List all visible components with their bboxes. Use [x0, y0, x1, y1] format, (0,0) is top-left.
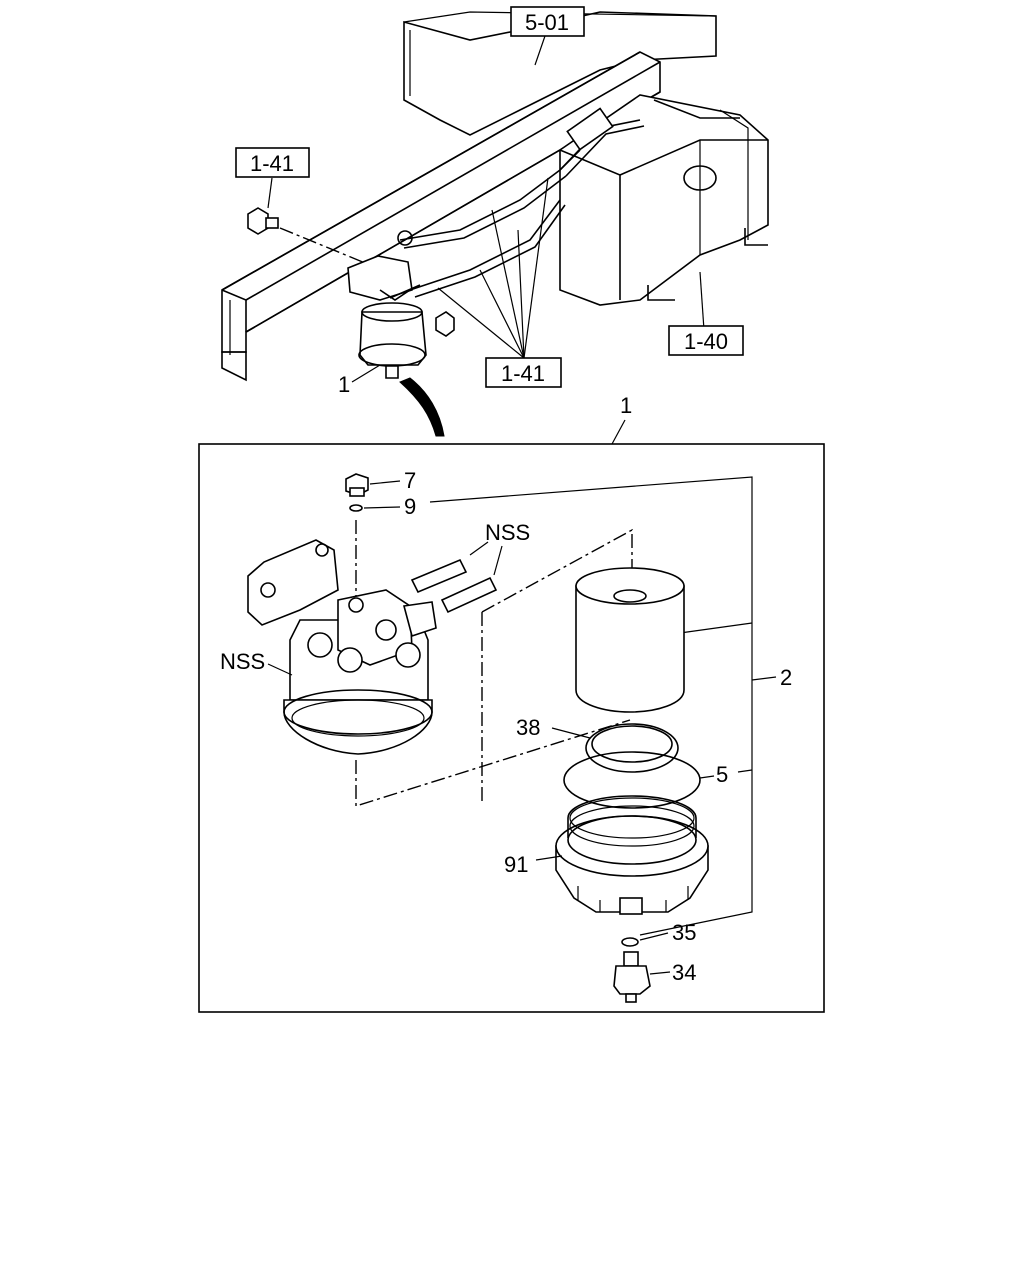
element-kit-bracket	[429, 476, 777, 936]
leader-nipple-1	[469, 541, 489, 556]
hose-nipples	[410, 558, 498, 614]
leader-frame	[534, 35, 546, 66]
ref-label-frame: 5-01	[525, 10, 569, 35]
ring-part	[585, 723, 679, 773]
ref-box-bolt[interactable]: 1-41	[235, 147, 310, 178]
frame-rail	[221, 51, 661, 382]
ref-label-lines: 1-41	[501, 361, 545, 386]
leader-lines-lines-ref	[437, 177, 549, 359]
callout-detail-assembly: 1	[620, 393, 632, 418]
small-o-ring-part	[621, 937, 639, 947]
callout-head: NSS	[220, 649, 265, 674]
callout-overview-assembly: 1	[338, 372, 350, 397]
centerline-head	[355, 719, 631, 807]
leader-o-ring	[699, 775, 715, 779]
ref-label-bolt: 1-41	[250, 151, 294, 176]
chassis-overview: 5-01 1-41 1-41 1-40 1	[221, 6, 769, 437]
ref-box-frame[interactable]: 5-01	[510, 6, 585, 37]
ref-box-lines[interactable]: 1-41	[485, 357, 562, 388]
leader-nipple-2	[493, 545, 503, 576]
callout-case: 91	[504, 852, 528, 877]
washer-part	[349, 504, 363, 512]
filter-assembly-small	[347, 255, 455, 379]
mounting-bolt	[247, 207, 279, 235]
leader-detail-assembly	[611, 419, 626, 445]
fuel-lines	[397, 107, 645, 298]
filter-head	[247, 539, 437, 755]
callout-drain-plug: 34	[672, 960, 696, 985]
ref-box-tank[interactable]: 1-40	[668, 325, 744, 356]
fuel-tank	[559, 94, 769, 306]
detail-arrow	[399, 377, 445, 437]
filter-element	[575, 567, 685, 713]
callout-ring: 38	[516, 715, 540, 740]
filter-case	[555, 795, 709, 915]
leader-tank	[699, 271, 705, 331]
ref-label-tank: 1-40	[684, 329, 728, 354]
leader-drain-plug	[649, 971, 671, 975]
drain-plug-part	[613, 951, 651, 1003]
leader-bolt	[267, 177, 273, 209]
leader-head	[267, 663, 293, 676]
leader-washer	[363, 506, 401, 509]
callout-small-o-ring: 35	[672, 920, 696, 945]
callout-nipples: NSS	[485, 520, 530, 545]
o-ring-part	[563, 751, 701, 809]
leader-filter	[351, 364, 381, 383]
leader-small-o-ring	[639, 932, 669, 941]
callout-washer: 9	[404, 494, 416, 519]
leader-ring	[551, 727, 591, 739]
callout-element-kit: 2	[780, 665, 792, 690]
leader-plug	[369, 480, 401, 485]
leader-case	[535, 855, 563, 861]
plug-part	[345, 473, 369, 497]
detail-panel: 1 7 9 2 NSS	[198, 393, 825, 1013]
callout-plug: 7	[404, 468, 416, 493]
callout-o-ring: 5	[716, 762, 728, 787]
